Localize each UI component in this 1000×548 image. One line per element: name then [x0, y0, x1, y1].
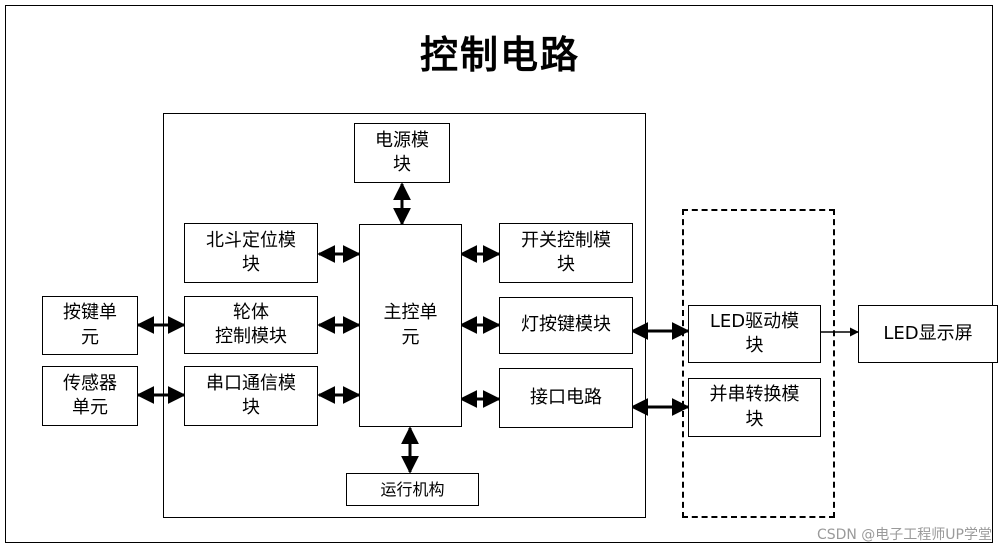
- led-driver-label: LED驱动模 块: [709, 310, 800, 356]
- ps-convert-box: 并串转换模 块: [688, 378, 821, 437]
- led-group-dashed-frame: [682, 209, 835, 518]
- watermark: CSDN @电子工程师UP学堂: [816, 527, 992, 543]
- sensor-unit-label: 传感器 单元: [63, 372, 117, 418]
- main-control-box: 主控单 元: [359, 224, 462, 427]
- diagram-title: 控制电路: [419, 33, 580, 77]
- led-screen-label: LED显示屏: [883, 322, 973, 344]
- led-screen-box: LED显示屏: [858, 305, 998, 363]
- sensor-unit-box: 传感器 单元: [42, 366, 138, 426]
- key-unit-box: 按键单 元: [42, 296, 138, 355]
- serial-module-box: 串口通信模 块: [184, 366, 318, 426]
- lamp-key-label: 灯按键模块: [521, 314, 611, 336]
- mechanism-box: 运行机构: [346, 473, 479, 506]
- mechanism-label: 运行机构: [380, 479, 445, 499]
- power-module-box: 电源模 块: [354, 123, 450, 183]
- wheel-control-box: 轮体 控制模块: [184, 296, 318, 354]
- switch-control-box: 开关控制模 块: [499, 223, 633, 283]
- interface-circuit-box: 接口电路: [499, 368, 633, 428]
- outer-frame: [5, 5, 993, 543]
- lamp-key-box: 灯按键模块: [499, 297, 633, 354]
- control-circuit-frame: [163, 113, 646, 518]
- power-module-label: 电源模 块: [375, 129, 429, 175]
- main-control-label: 主控单 元: [383, 302, 438, 348]
- interface-circuit-label: 接口电路: [530, 386, 602, 408]
- led-driver-box: LED驱动模 块: [688, 305, 821, 363]
- beidou-module-box: 北斗定位模 块: [184, 223, 318, 283]
- beidou-module-label: 北斗定位模 块: [206, 229, 296, 275]
- key-unit-label: 按键单 元: [63, 302, 117, 348]
- wheel-control-label: 轮体 控制模块: [215, 301, 287, 347]
- serial-module-label: 串口通信模 块: [206, 372, 296, 418]
- ps-convert-label: 并串转换模 块: [709, 384, 800, 430]
- switch-control-label: 开关控制模 块: [521, 229, 611, 275]
